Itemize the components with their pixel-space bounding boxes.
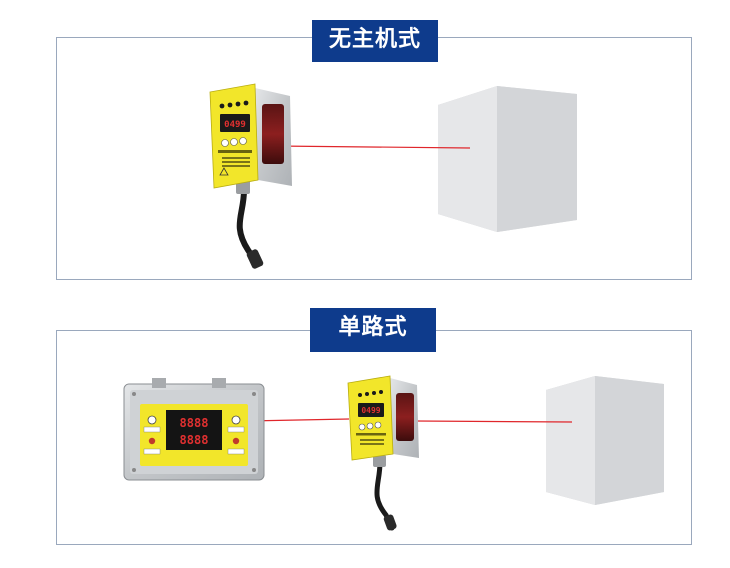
- controller-display-row2: 8888: [180, 433, 209, 447]
- controller-display-row1: 8888: [180, 416, 209, 430]
- top-laser-sensor: 0499: [209, 83, 292, 269]
- bottom-laser-beam-to-target: [415, 420, 573, 423]
- controller-box: 8888 8888: [123, 378, 265, 481]
- bottom-target-box: [546, 376, 664, 505]
- section-title-single-channel: 单路式: [310, 308, 436, 352]
- sensor-display: [220, 114, 250, 132]
- sensor-cable: [236, 187, 259, 265]
- sensor-lens: [262, 104, 284, 164]
- panel-standalone: [56, 37, 692, 280]
- sensor-display-value: 0499: [224, 120, 246, 130]
- controller-display: [166, 410, 222, 450]
- section-title-standalone: 无主机式: [312, 20, 438, 62]
- bottom-laser-sensor: 0499: [347, 375, 419, 531]
- sensor-display: [358, 403, 384, 417]
- top-laser-beam: [274, 145, 471, 149]
- sensor-lens: [396, 393, 414, 441]
- warning-icon: [219, 167, 229, 176]
- top-target-box: [438, 86, 577, 232]
- sensor-cable: [374, 459, 395, 531]
- sensor-display-value: 0499: [361, 406, 380, 415]
